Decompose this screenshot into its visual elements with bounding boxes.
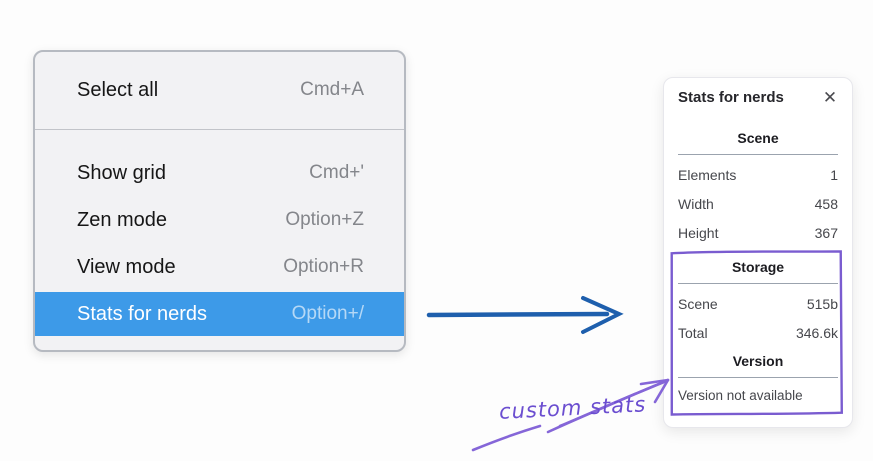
stat-row-height: Height 367 — [678, 219, 838, 248]
stats-for-nerds-panel: Stats for nerds ✕ Scene Elements 1 Width… — [663, 77, 853, 428]
stat-row-width: Width 458 — [678, 190, 838, 219]
stat-label: Height — [678, 225, 719, 241]
stat-label: Total — [678, 325, 708, 341]
close-icon[interactable]: ✕ — [822, 87, 838, 107]
section-divider — [678, 154, 838, 155]
stat-value: 458 — [814, 196, 838, 212]
menu-item-stats-for-nerds[interactable]: Stats for nerds Option+/ — [35, 292, 404, 336]
menu-item-select-all[interactable]: Select all Cmd+A — [35, 68, 404, 112]
menu-separator — [35, 129, 404, 130]
menu-item-view-mode[interactable]: View mode Option+R — [35, 245, 404, 289]
stat-row-total-storage: Total 346.6k — [678, 319, 838, 348]
menu-item-shortcut: Option+Z — [285, 209, 364, 230]
stat-value: 515b — [806, 296, 838, 312]
section-divider — [678, 283, 838, 284]
menu-item-shortcut: Option+/ — [291, 303, 364, 324]
version-note: Version not available — [678, 388, 803, 403]
blue-arrow — [426, 296, 624, 334]
menu-item-label: View mode — [77, 255, 176, 278]
section-divider — [678, 377, 838, 378]
context-menu: Select all Cmd+A Show grid Cmd+' Zen mod… — [33, 50, 406, 352]
menu-item-shortcut: Option+R — [283, 256, 364, 277]
stat-label: Elements — [678, 167, 737, 183]
storage-section-header: Storage — [731, 259, 785, 275]
scene-section-header: Scene — [737, 130, 779, 146]
menu-item-label: Select all — [77, 78, 159, 101]
menu-item-shortcut: Cmd+' — [309, 162, 364, 183]
menu-item-label: Zen mode — [77, 208, 168, 231]
menu-item-show-grid[interactable]: Show grid Cmd+' — [35, 151, 404, 195]
menu-item-shortcut: Cmd+A — [300, 79, 364, 100]
stat-value: 1 — [830, 167, 838, 183]
stats-panel-title: Stats for nerds — [678, 89, 784, 106]
stat-value: 346.6k — [795, 325, 838, 341]
custom-stats-annotation-label: custom stats — [498, 392, 647, 424]
stat-value: 367 — [814, 225, 838, 241]
stat-row-scene-storage: Scene 515b — [678, 290, 838, 319]
stat-label: Scene — [678, 296, 718, 312]
menu-item-label: Show grid — [77, 161, 166, 184]
stat-row-elements: Elements 1 — [678, 161, 838, 190]
menu-item-zen-mode[interactable]: Zen mode Option+Z — [35, 198, 404, 242]
version-section-header: Version — [732, 353, 784, 369]
menu-item-label: Stats for nerds — [77, 302, 208, 325]
stat-label: Width — [678, 196, 714, 212]
